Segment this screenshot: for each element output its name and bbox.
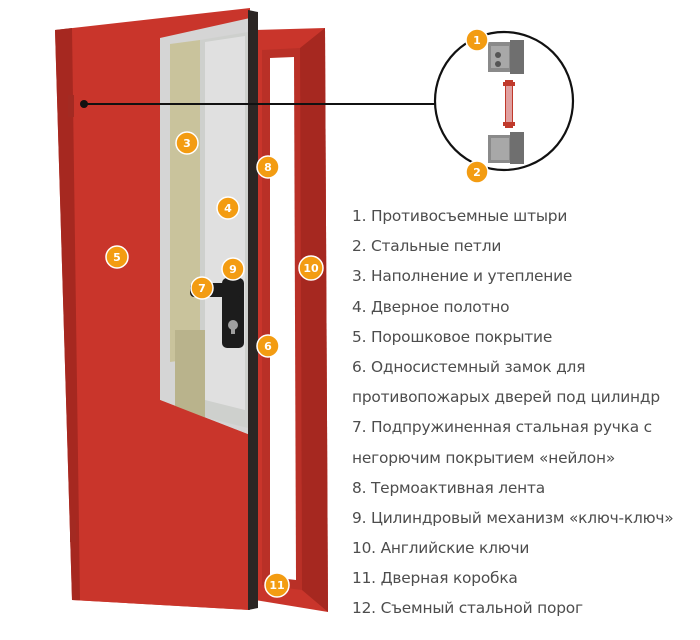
callout-badge-9: 9 [221, 257, 245, 281]
legend-item-3: 3. Наполнение и утепление [352, 267, 573, 286]
hinge-parts [68, 95, 76, 542]
hinge-zoom-circle [433, 30, 575, 172]
zoom-leader [80, 100, 446, 108]
callout-badges: 1 2 3 4 5 6 7 [105, 28, 489, 598]
legend-item-12: 12. Съемный стальной порог [352, 599, 583, 618]
legend-item-1: 1. Противосъемные штыри [352, 207, 568, 225]
legend-item-5: 5. Порошковое покрытие [352, 327, 553, 346]
legend-item-6-cont: противопожарых дверей под цилиндр [352, 388, 660, 407]
svg-text:6: 6 [264, 340, 272, 353]
svg-text:3: 3 [183, 137, 191, 150]
svg-text:10: 10 [303, 262, 319, 275]
legend-item-9: 9. Цилиндровый механизм «ключ-ключ» [352, 508, 674, 527]
callout-badge-1: 1 [465, 28, 489, 52]
callout-badge-3: 3 [175, 131, 199, 155]
callout-badge-11: 11 [264, 572, 290, 598]
door-frame [255, 28, 328, 612]
callout-badge-7: 7 [190, 276, 214, 300]
svg-text:2: 2 [473, 166, 481, 179]
legend-item-11: 11. Дверная коробка [352, 569, 518, 588]
parts-legend: 1. Противосъемные штыри 2. Стальные петл… [352, 201, 674, 624]
svg-text:9: 9 [229, 263, 237, 276]
legend-item-6: 6. Односистемный замок для [352, 357, 586, 376]
svg-text:8: 8 [264, 161, 272, 174]
callout-badge-8: 8 [256, 155, 280, 179]
svg-text:4: 4 [224, 202, 232, 215]
callout-badge-4: 4 [216, 196, 240, 220]
legend-item-7-cont: негорючим покрытием «нейлон» [352, 448, 616, 467]
legend-item-10: 10. Английские ключи [352, 539, 530, 558]
callout-badge-2: 2 [465, 160, 489, 184]
legend-item-2: 2. Стальные петли [352, 237, 502, 256]
callout-badge-10: 10 [298, 255, 324, 281]
svg-text:11: 11 [269, 579, 284, 592]
callout-badge-6: 6 [256, 334, 280, 358]
svg-text:1: 1 [473, 34, 481, 47]
callout-badge-5: 5 [105, 245, 129, 269]
legend-item-8: 8. Термоактивная лента [352, 478, 546, 497]
legend-item-7: 7. Подпружиненная стальная ручка с [352, 418, 652, 437]
legend-item-4: 4. Дверное полотно [352, 297, 510, 316]
svg-text:7: 7 [198, 282, 206, 295]
svg-text:5: 5 [113, 251, 121, 264]
